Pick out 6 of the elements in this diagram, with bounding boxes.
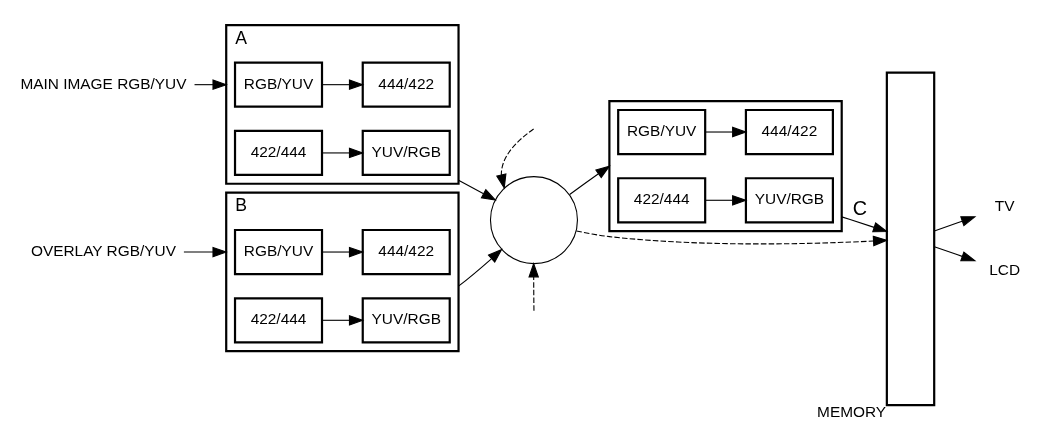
node-label: MEMORY — [817, 403, 887, 421]
node-text: MAIN IMAGE RGB/YUV — [20, 74, 187, 92]
edge-label: C — [852, 197, 868, 220]
node-text: LCD — [989, 260, 1021, 278]
node-text: OVERLAY RGB/YUV — [30, 242, 176, 260]
node-text: TV — [994, 196, 1015, 214]
